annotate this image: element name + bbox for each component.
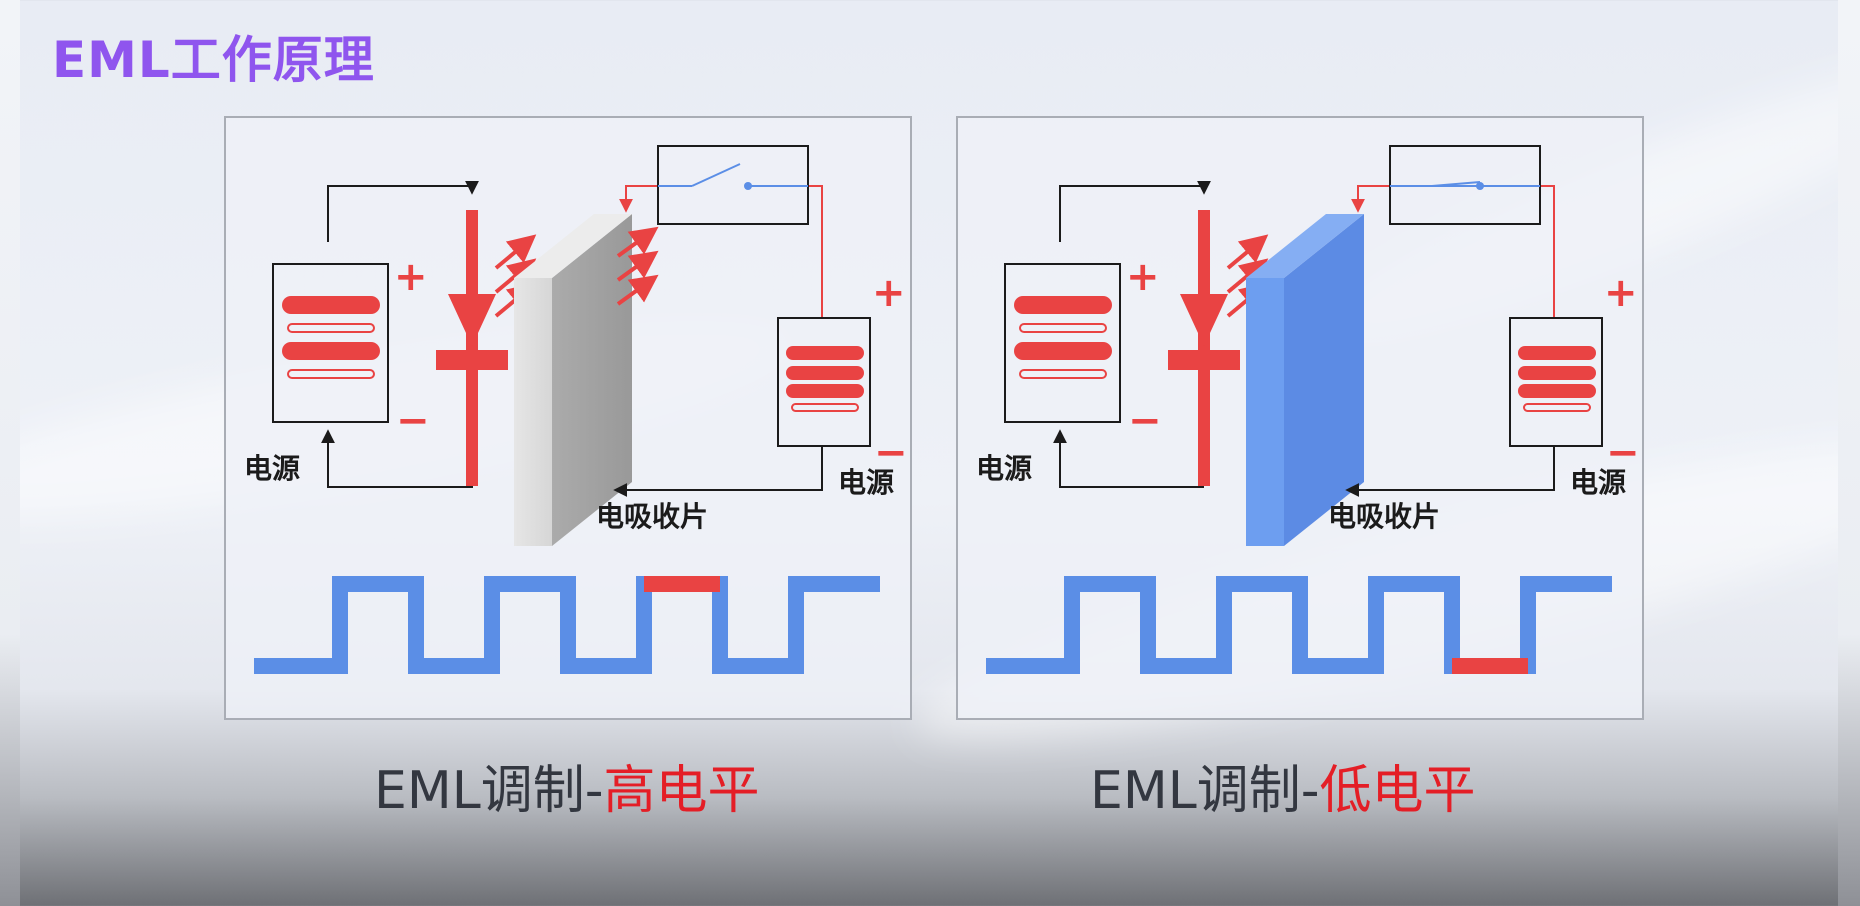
eml-diagram-low: + − 电源 [976, 145, 1640, 674]
right-minus-sign: − [874, 430, 908, 476]
absorber-opaque [1246, 214, 1364, 546]
caption-high-level: EML调制-高电平 [374, 748, 759, 823]
passed-light-arrows [616, 226, 659, 306]
switch-open [657, 145, 809, 225]
absorber-transparent [514, 214, 632, 546]
panel-low-level: + − 电源 [956, 116, 1644, 720]
right-power-label: 电源 [1570, 466, 1626, 499]
panel-high-level: + − 电源 [224, 116, 912, 720]
left-minus-sign: − [396, 398, 430, 444]
left-circuit-wire [321, 180, 479, 488]
left-plus-sign: + [394, 254, 428, 300]
modulation-square-wave [254, 576, 880, 674]
right-plus-sign: + [872, 270, 906, 316]
right-plus-sign: + [1604, 270, 1638, 316]
right-power-label: 电源 [838, 466, 894, 499]
caption-prefix: EML调制- [374, 761, 604, 821]
left-circuit-wire [1053, 180, 1211, 488]
left-battery [272, 263, 389, 423]
caption-level: 低电平 [1319, 761, 1476, 821]
right-minus-sign: − [1606, 430, 1640, 476]
absorber-label: 电吸收片 [596, 500, 708, 533]
laser-diode [1168, 210, 1240, 486]
right-edge [1838, 0, 1860, 906]
laser-diode [436, 210, 508, 486]
switch-closed [1389, 145, 1541, 225]
left-battery [1004, 263, 1121, 423]
modulation-square-wave [986, 576, 1612, 674]
right-circuit-wire [1345, 185, 1555, 497]
right-battery [1509, 317, 1603, 447]
left-power-label: 电源 [244, 452, 300, 485]
left-minus-sign: − [1128, 398, 1162, 444]
caption-low-level: EML调制-低电平 [1090, 748, 1475, 823]
eml-diagram-high: + − 电源 [244, 145, 908, 674]
absorber-label: 电吸收片 [1328, 500, 1440, 533]
left-edge [0, 0, 20, 906]
right-battery [777, 317, 871, 447]
page-title: EML工作原理 [52, 31, 375, 89]
left-plus-sign: + [1126, 254, 1160, 300]
right-circuit-wire [613, 185, 823, 497]
caption-prefix: EML调制- [1090, 761, 1320, 821]
left-power-label: 电源 [976, 452, 1032, 485]
caption-level: 高电平 [603, 761, 760, 821]
